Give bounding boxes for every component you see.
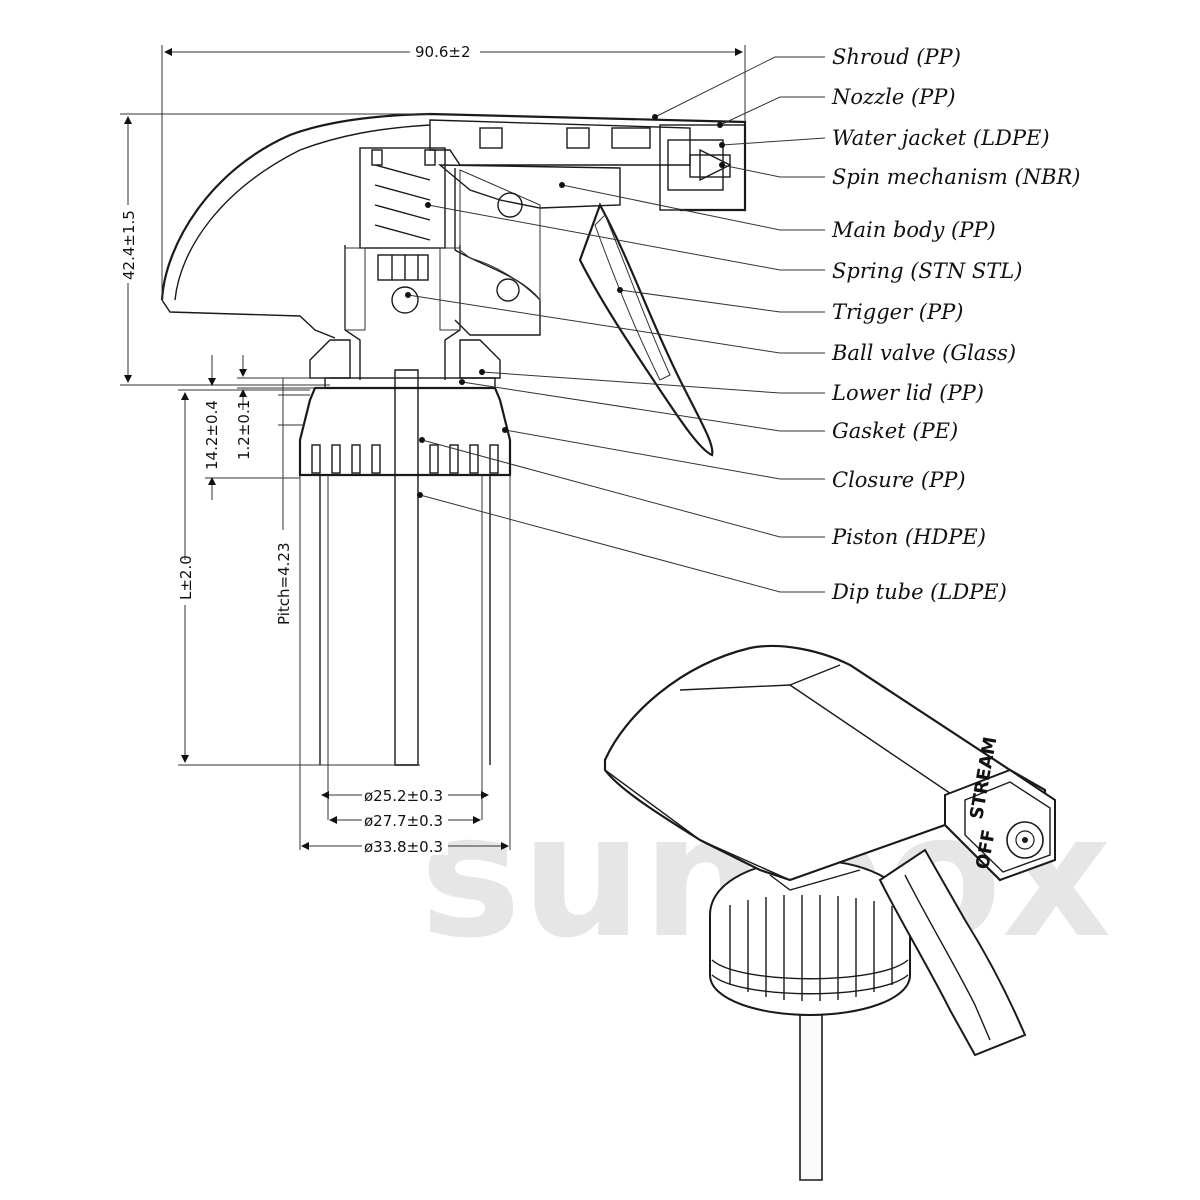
dim-length: L±2.0 bbox=[177, 555, 195, 600]
label-shroud: Shroud (PP) bbox=[832, 45, 961, 69]
closure bbox=[298, 386, 512, 477]
nozzle-block bbox=[659, 124, 746, 211]
render-shroud bbox=[603, 644, 1047, 882]
product-render: STREAM OFF bbox=[603, 644, 1056, 1181]
label-spin-mechanism: Spin mechanism (NBR) bbox=[832, 165, 1081, 189]
label-piston: Piston (HDPE) bbox=[831, 525, 986, 549]
label-main-body: Main body (PP) bbox=[831, 218, 996, 242]
dim-dia2: ø27.7±0.3 bbox=[364, 812, 443, 830]
dim-height: 42.4±1.5 bbox=[120, 210, 138, 280]
label-gasket: Gasket (PE) bbox=[832, 419, 958, 443]
label-dip-tube: Dip tube (LDPE) bbox=[831, 580, 1007, 604]
label-nozzle: Nozzle (PP) bbox=[831, 85, 956, 109]
render-trigger bbox=[878, 848, 1027, 1057]
label-water-jacket: Water jacket (LDPE) bbox=[832, 126, 1050, 150]
main-body-upper bbox=[429, 119, 691, 166]
dim-d2: 1.2±0.1 bbox=[235, 400, 253, 460]
label-trigger: Trigger (PP) bbox=[832, 300, 963, 324]
spring-chamber bbox=[359, 147, 446, 249]
lower-lid bbox=[309, 339, 351, 379]
label-ball-valve: Ball valve (Glass) bbox=[831, 341, 1016, 365]
dim-width: 90.6±2 bbox=[415, 43, 471, 61]
trigger bbox=[578, 202, 714, 457]
dim-dia1: ø25.2±0.3 bbox=[364, 787, 443, 805]
dim-pitch: Pitch=4.23 bbox=[275, 543, 293, 626]
dip-tube bbox=[394, 369, 419, 766]
label-closure: Closure (PP) bbox=[832, 468, 966, 492]
closure-ribs bbox=[311, 444, 499, 474]
dim-d1: 14.2±0.4 bbox=[203, 400, 221, 470]
callout-leaders bbox=[405, 56, 826, 593]
render-closure bbox=[709, 858, 911, 1017]
shroud-outline bbox=[160, 112, 747, 301]
dim-dia3: ø33.8±0.3 bbox=[364, 838, 443, 856]
dimension-labels: 90.6±2 42.4±1.5 14.2±0.4 1.2±0.1 Pitch=4… bbox=[120, 42, 480, 856]
render-dip-tube bbox=[799, 1000, 823, 1181]
part-labels: Shroud (PP) Nozzle (PP) Water jacket (LD… bbox=[831, 45, 1081, 604]
spring bbox=[374, 164, 431, 241]
label-spring: Spring (STN STL) bbox=[832, 259, 1022, 283]
label-lower-lid: Lower lid (PP) bbox=[831, 381, 984, 405]
ball-valve bbox=[391, 286, 419, 314]
